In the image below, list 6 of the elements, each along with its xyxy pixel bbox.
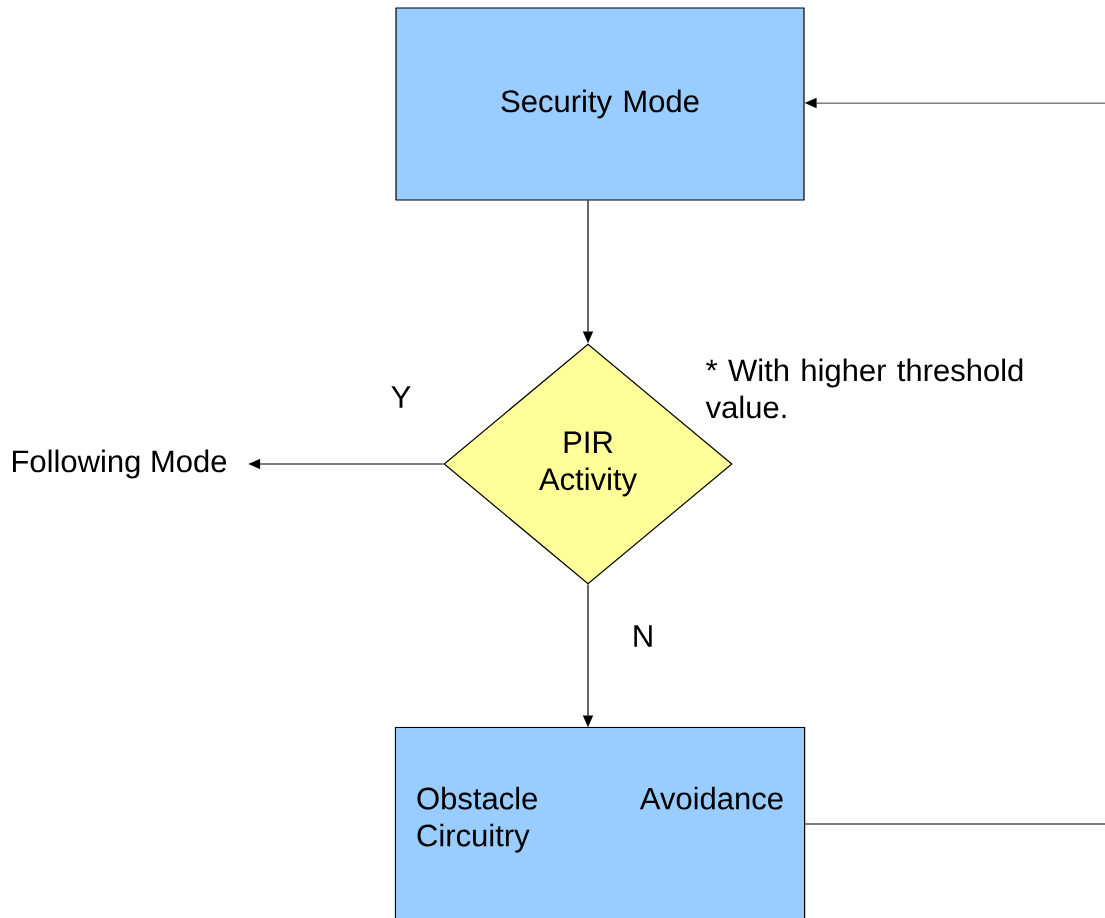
- process-box: Security Mode: [395, 7, 805, 201]
- connector-line: [804, 823, 1105, 825]
- process-box: Obstacle Avoidance Circuitry: [394, 726, 806, 918]
- edge-label: N: [630, 624, 656, 648]
- edge-label: Y: [389, 385, 413, 409]
- terminal-label: Following Mode: [13, 449, 227, 479]
